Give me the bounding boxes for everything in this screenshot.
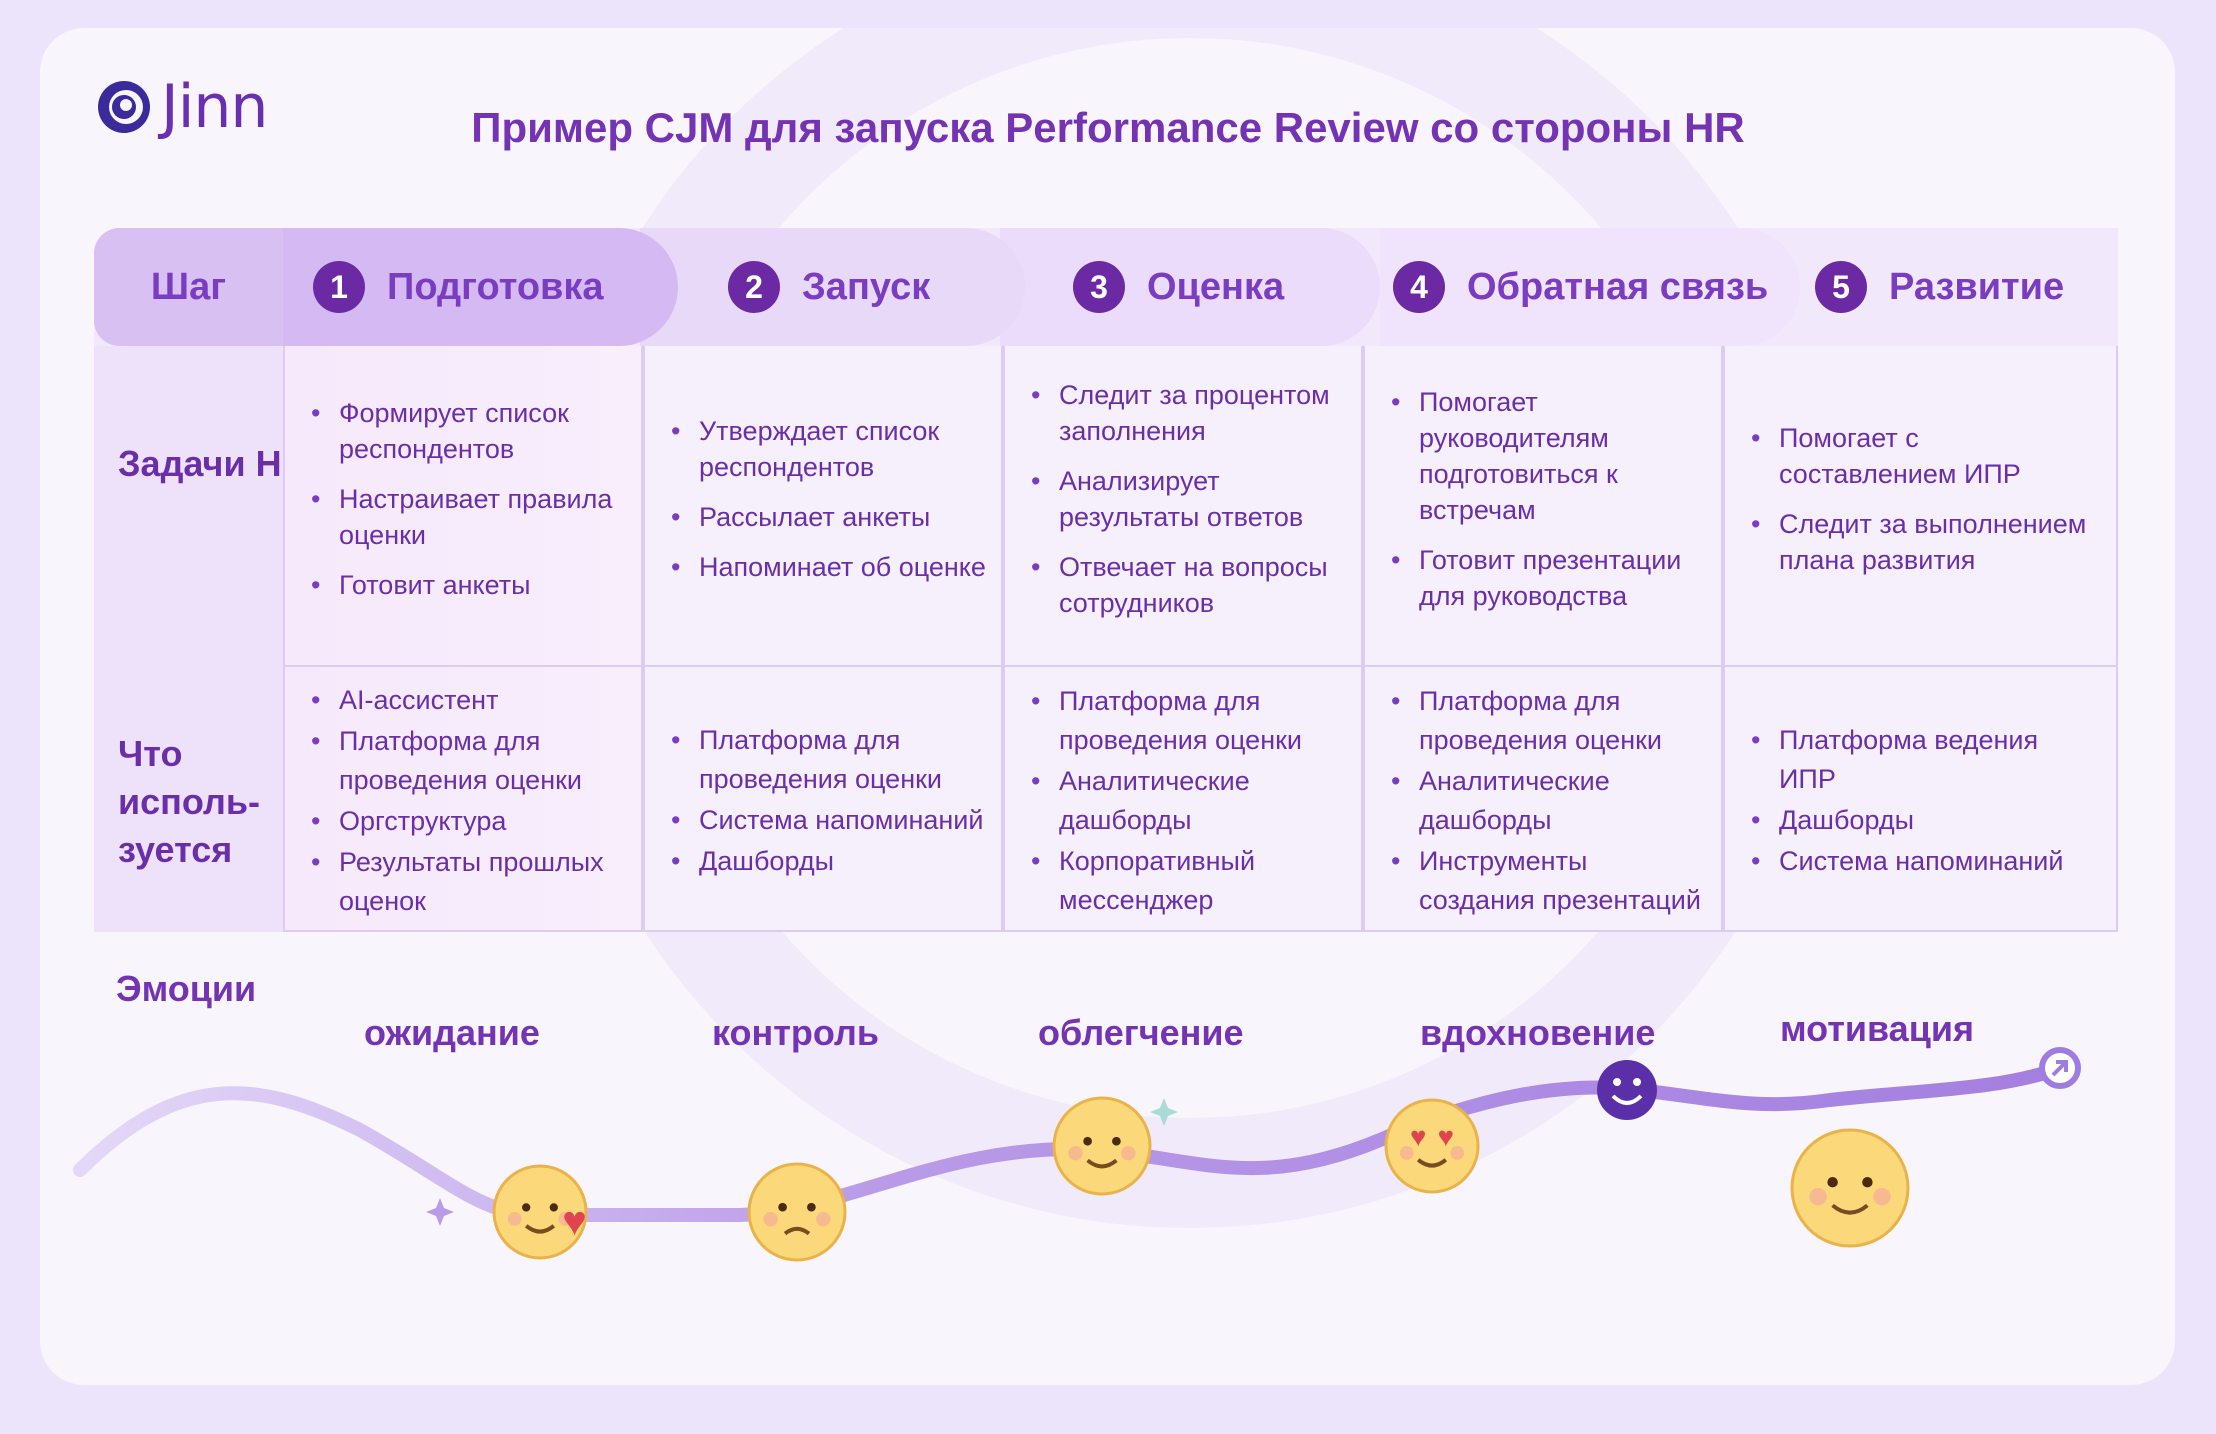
list-item: Анализирует результаты ответов (1031, 463, 1347, 535)
jinn-swirl-icon (98, 81, 150, 133)
list-item: Рассылает анкеты (671, 499, 987, 535)
list-item: Помогает с составлением ИПР (1751, 420, 2102, 492)
list-item: Следит за выполнением плана развития (1751, 506, 2102, 578)
step-number: 4 (1393, 261, 1445, 313)
page-title: Пример CJM для запуска Performance Revie… (471, 104, 1745, 151)
list-item: Платформа ведения ИПР (1751, 721, 2102, 799)
emotion-label: мотивация (1780, 1008, 1974, 1049)
cell-tools-2: Платформа для проведения оценкиСистема н… (643, 667, 1003, 932)
row-label-tools: Что исполь-зуется (118, 733, 260, 870)
sparkle-icon (1150, 1098, 1178, 1126)
logo-text: Jinn (161, 72, 268, 142)
list-item: Дашборды (1751, 801, 2102, 840)
cell-tasks-3: Следит за процентом заполненияАнализируе… (1003, 346, 1363, 667)
tab-step-1: 1 Подготовка (313, 228, 604, 346)
list-item: Следит за процентом заполнения (1031, 377, 1347, 449)
list-item: AI-ассистент (311, 681, 627, 720)
step-number: 1 (313, 261, 365, 313)
list-item: Оргструктура (311, 802, 627, 841)
cell-tools-3: Платформа для проведения оценкиАналитиче… (1003, 667, 1363, 932)
step-number: 5 (1815, 261, 1867, 313)
step-label: Запуск (802, 265, 931, 308)
list-item: Платформа для проведения оценки (671, 721, 987, 799)
step-label: Оценка (1147, 265, 1285, 308)
list-item: Аналитические дашборды (1031, 762, 1347, 840)
list-item: Результаты прошлых оценок (311, 843, 627, 921)
worried-face-icon (747, 1162, 847, 1262)
cell-tools-4: Платформа для проведения оценкиАналитиче… (1363, 667, 1723, 932)
tab-step-2: 2 Запуск (728, 228, 930, 346)
step-number: 2 (728, 261, 780, 313)
cell-tasks-5: Помогает с составлением ИПР Следит за вып… (1723, 346, 2118, 667)
list-item: Система напоминаний (1751, 842, 2102, 881)
cell-tasks-2: Утверждает список респондентовРассылает … (643, 346, 1003, 667)
list-item: Платформа для проведения оценки (1031, 682, 1347, 760)
list-item: Помогает руководителям подготовиться к в… (1391, 384, 1707, 528)
strong-face-icon (1790, 1128, 1910, 1248)
emotion-label: облегчение (1038, 1012, 1244, 1053)
sparkle-icon (426, 1198, 454, 1226)
list-item: Система напоминаний (671, 801, 987, 840)
svg-text:♥: ♥ (1438, 1121, 1454, 1152)
list-item: Платформа для проведения оценки (311, 722, 627, 800)
list-item: Формирует список респондентов (311, 395, 627, 467)
list-item: Напоминает об оценке (671, 549, 987, 585)
header-step3-bg (1000, 228, 1380, 346)
arrow-glyph (2051, 1060, 2068, 1077)
header-step2-bg (640, 228, 1025, 346)
tab-step-3: 3 Оценка (1073, 228, 1284, 346)
label-column (94, 346, 283, 932)
list-item: Готовит анкеты (311, 567, 627, 603)
purple-smile-icon (1597, 1060, 1657, 1120)
list-item: Готовит презентации для руководства (1391, 542, 1707, 614)
row-label-tasks: Задачи HR (118, 443, 308, 484)
step-label: Развитие (1889, 265, 2065, 308)
header-label: Шаг (150, 265, 227, 308)
cell-tasks-1: Формирует список респондентовНастраивает… (283, 346, 643, 667)
svg-text:♥: ♥ (1410, 1121, 1426, 1152)
list-item: Инструменты создания презентаций (1391, 842, 1707, 920)
list-item: Утверждает список респондентов (671, 413, 987, 485)
step-label: Подготовка (387, 265, 604, 308)
svg-text:♥: ♥ (562, 1198, 587, 1244)
kiss-face-icon: ♥ (492, 1164, 588, 1260)
tab-step-4: 4 Обратная связь (1393, 228, 1768, 346)
emotions-label: Эмоции (116, 968, 257, 1009)
tab-step-5: 5 Развитие (1815, 228, 2064, 346)
curve-path (73, 1061, 2067, 1222)
logo: Jinn (95, 72, 268, 142)
cell-tasks-4: Помогает руководителям подготовиться к в… (1363, 346, 1723, 667)
emotion-label: контроль (712, 1012, 879, 1053)
emotion-label: вдохновение (1420, 1012, 1656, 1053)
heart-eyes-face-icon: ♥♥ (1384, 1098, 1480, 1194)
list-item: Платформа для проведения оценки (1391, 682, 1707, 760)
list-item: Отвечает на вопросы сотрудников (1031, 549, 1347, 621)
list-item: Настраивает правила оценки (311, 481, 627, 553)
list-item: Корпоративный мессенджер (1031, 842, 1347, 920)
header-step4-bg (1380, 228, 1800, 346)
header-label-bg (94, 228, 283, 346)
emotion-label: ожидание (364, 1012, 540, 1053)
cell-tools-5: Платформа ведения ИПРДашбордыСистема нап… (1723, 667, 2118, 932)
cell-tools-1: AI-ассистентПлатформа для проведения оце… (283, 667, 643, 932)
list-item: Аналитические дашборды (1391, 762, 1707, 840)
step-label: Обратная связь (1467, 265, 1769, 308)
smile-face-icon (1052, 1096, 1152, 1196)
list-item: Дашборды (671, 842, 987, 881)
step-number: 3 (1073, 261, 1125, 313)
